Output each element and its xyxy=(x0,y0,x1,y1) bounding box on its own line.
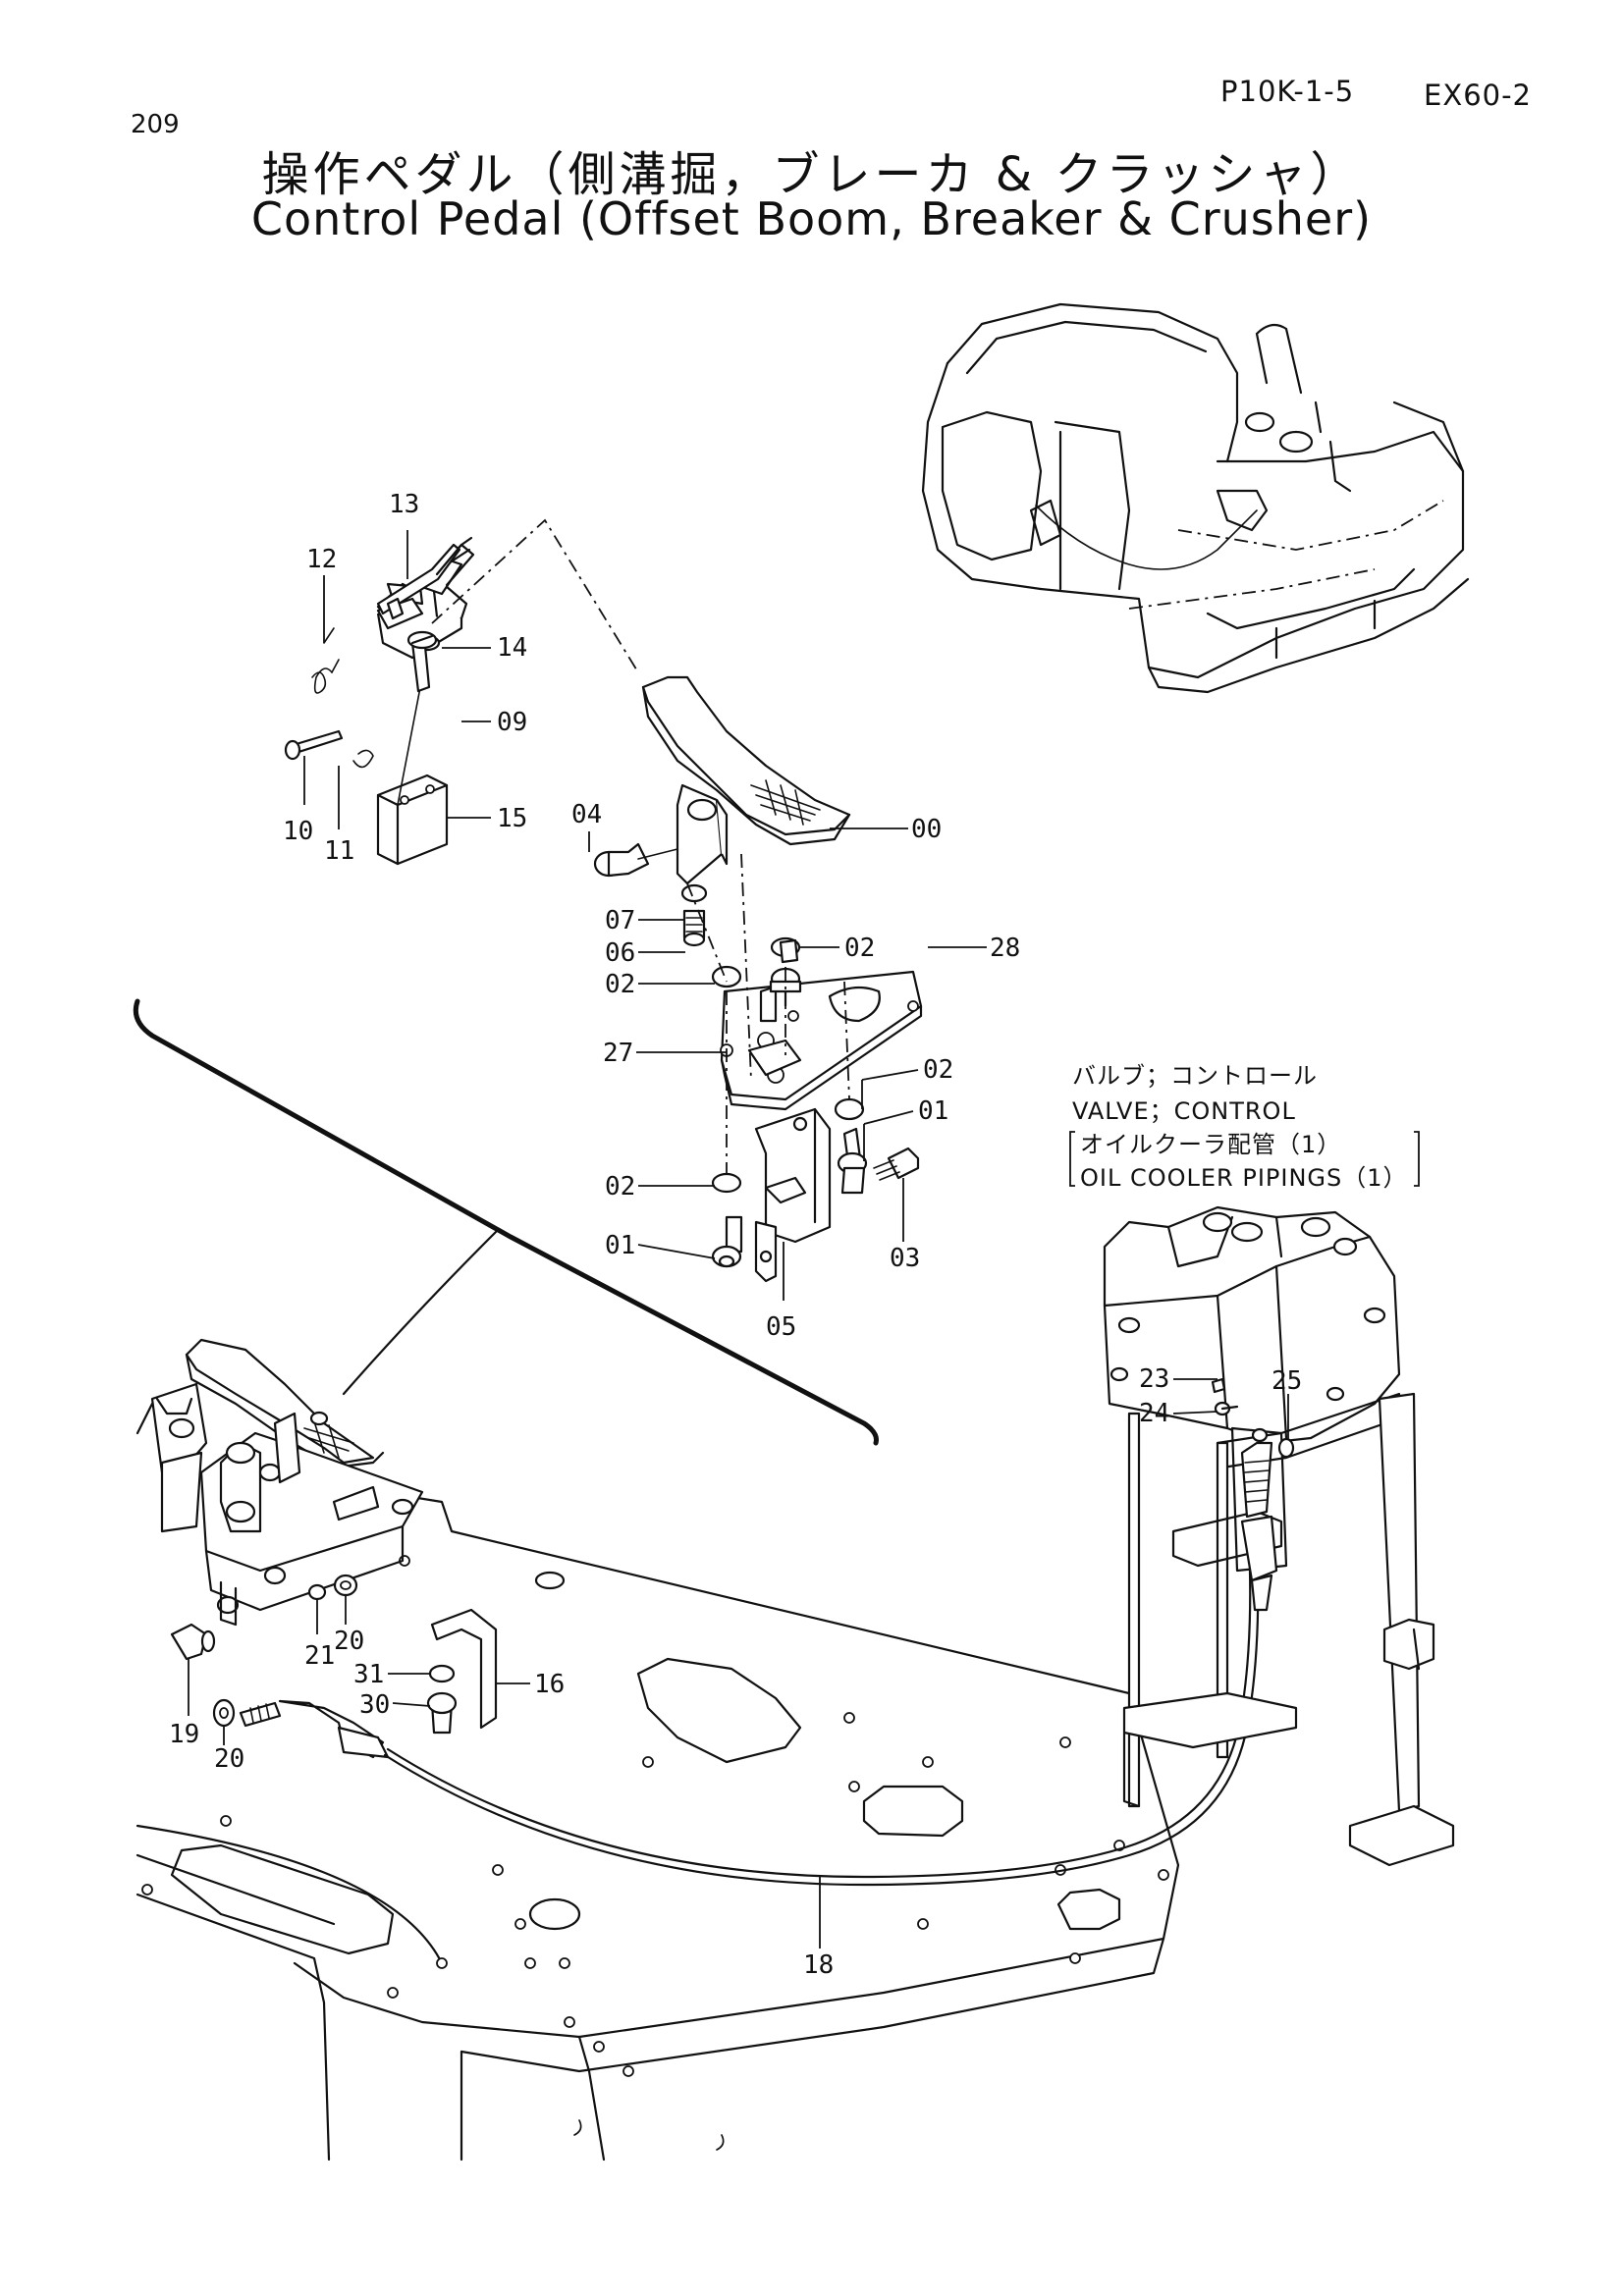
callout-21: 21 xyxy=(304,1641,335,1671)
cable-inner xyxy=(386,1539,1252,1879)
callout-16: 16 xyxy=(534,1670,565,1699)
excavator-illustration xyxy=(921,302,1470,694)
switch-assembly xyxy=(284,536,475,866)
callout-00: 00 xyxy=(911,815,942,844)
cutaway-outline xyxy=(133,998,879,1446)
callout-20-a: 20 xyxy=(334,1627,364,1656)
callout-25: 25 xyxy=(1271,1366,1302,1396)
callout-31: 31 xyxy=(353,1660,384,1689)
callout-30: 30 xyxy=(359,1690,390,1720)
callout-27: 27 xyxy=(603,1039,633,1068)
callout-28: 28 xyxy=(990,934,1020,963)
model-code: EX60-2 xyxy=(1424,79,1533,112)
callouts: 13 12 14 09 10 11 15 04 00 07 06 02 02 2… xyxy=(169,490,1302,1980)
loose-parts xyxy=(170,1608,498,1759)
title-japanese: 操作ペダル（側溝掘，ブレーカ & クラッシャ） xyxy=(261,147,1362,202)
page-number: 209 xyxy=(131,110,180,139)
note-line-4: OIL COOLER PIPINGS（1） xyxy=(1080,1164,1408,1192)
callout-18: 18 xyxy=(803,1950,834,1980)
note-line-3: オイルクーラ配管（1） xyxy=(1080,1131,1341,1158)
callout-11: 11 xyxy=(324,836,354,866)
callout-09: 09 xyxy=(497,708,527,737)
callout-12: 12 xyxy=(306,545,337,574)
leader-lines xyxy=(188,530,1289,1949)
callout-04: 04 xyxy=(571,800,602,829)
callout-24: 24 xyxy=(1139,1399,1169,1428)
control-valve xyxy=(1103,1205,1455,1867)
callout-05: 05 xyxy=(766,1312,796,1342)
callout-03: 03 xyxy=(890,1244,920,1273)
note-line-2: VALVE；CONTROL xyxy=(1072,1097,1296,1125)
callout-02-b: 02 xyxy=(844,934,875,963)
floor-plate xyxy=(135,1402,1180,2162)
callout-10: 10 xyxy=(283,817,313,846)
callout-01-a: 01 xyxy=(918,1096,948,1126)
leader-curve xyxy=(342,1230,498,1396)
callout-01-b: 01 xyxy=(605,1231,635,1260)
installed-pedal xyxy=(150,1338,424,1627)
callout-20-b: 20 xyxy=(214,1744,244,1774)
callout-14: 14 xyxy=(497,633,527,663)
callout-13: 13 xyxy=(389,490,419,519)
callout-06: 06 xyxy=(605,938,635,968)
pedal-assembly xyxy=(593,675,923,1283)
callout-19: 19 xyxy=(169,1720,199,1749)
callout-15: 15 xyxy=(497,804,527,833)
callout-02-c: 02 xyxy=(923,1055,953,1085)
note-line-1: バルブ；コントロール xyxy=(1072,1062,1318,1090)
callout-23: 23 xyxy=(1139,1364,1169,1394)
callout-02-a: 02 xyxy=(605,970,635,999)
callout-02-d: 02 xyxy=(605,1172,635,1201)
callout-07: 07 xyxy=(605,906,635,935)
valve-note: バルブ；コントロール VALVE；CONTROL オイルクーラ配管（1） OIL… xyxy=(1069,1062,1420,1192)
connector-lines xyxy=(431,518,850,1173)
reference-code: P10K-1-5 xyxy=(1220,75,1355,108)
title-english: Control Pedal (Offset Boom, Breaker & Cr… xyxy=(250,192,1373,245)
